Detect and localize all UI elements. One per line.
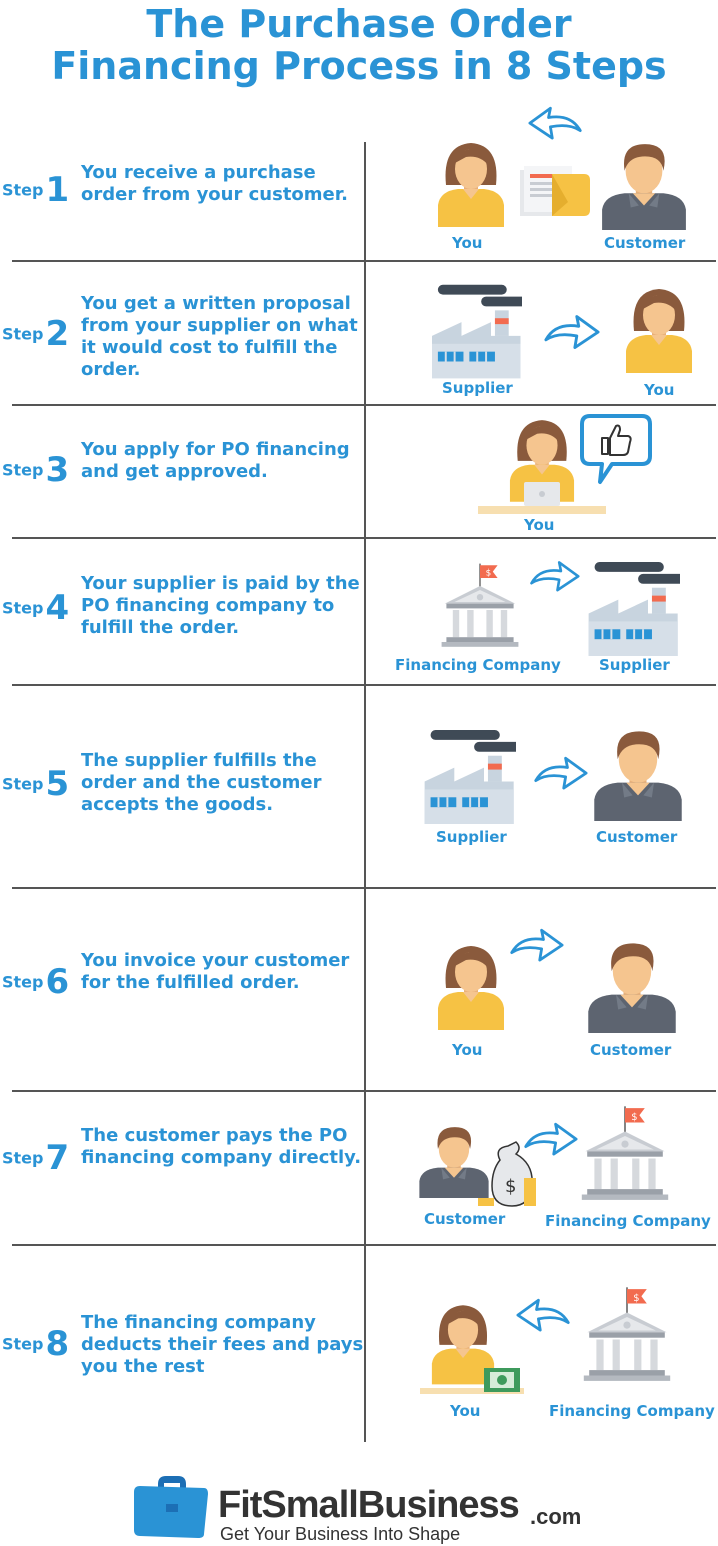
customer-man-icon xyxy=(588,943,676,1033)
step-word: Step xyxy=(2,774,44,794)
step-4-text: Your supplier is paid by the PO financin… xyxy=(81,573,360,638)
you-with-cash-icon xyxy=(420,1305,524,1394)
row-divider xyxy=(12,260,716,262)
customer-man-icon xyxy=(594,731,682,821)
arrow-right-icon xyxy=(510,928,564,962)
row-divider xyxy=(12,887,716,889)
briefcase-icon xyxy=(134,1476,208,1538)
step-word: Step xyxy=(2,1334,44,1354)
step-number: 4 xyxy=(45,588,70,628)
brand-name: FitSmallBusiness xyxy=(218,1484,520,1526)
customer-with-money-bag-icon: $ xyxy=(419,1127,536,1207)
caption: You xyxy=(524,516,555,534)
caption: You xyxy=(452,234,483,252)
row-divider xyxy=(12,537,716,539)
thumbs-up-speech-icon xyxy=(580,414,652,484)
step-number: 1 xyxy=(45,170,70,210)
step-number: 3 xyxy=(45,450,70,490)
row-divider xyxy=(12,404,716,406)
you-woman-icon xyxy=(626,289,692,373)
caption: Customer xyxy=(596,828,678,846)
step-8-label: Step8 xyxy=(2,1324,69,1364)
arrow-left-icon xyxy=(528,106,582,140)
customer-man-icon xyxy=(602,144,686,230)
you-woman-icon xyxy=(438,143,504,227)
caption: Customer xyxy=(590,1041,672,1059)
step-word: Step xyxy=(2,972,44,992)
row-divider xyxy=(12,1244,716,1246)
step-word: Step xyxy=(2,598,44,618)
financing-company-bank-icon xyxy=(582,1286,672,1382)
step-word: Step xyxy=(2,180,44,200)
supplier-factory-icon xyxy=(424,730,516,824)
caption: You xyxy=(644,381,675,399)
step-2-text: You get a written proposal from your sup… xyxy=(81,293,358,380)
purchase-order-document-icon xyxy=(520,166,590,216)
step-word: Step xyxy=(2,460,44,480)
step-number: 5 xyxy=(45,764,70,804)
row-divider xyxy=(12,684,716,686)
arrow-left-icon xyxy=(516,1298,570,1332)
step-3-text: You apply for PO financing and get appro… xyxy=(81,439,350,482)
center-divider xyxy=(364,142,366,1442)
you-at-laptop-icon xyxy=(478,420,606,514)
caption: Supplier xyxy=(442,379,513,397)
caption: Financing Company xyxy=(549,1402,715,1420)
step-6-label: Step6 xyxy=(2,962,69,1002)
step-6-text: You invoice your customer for the fulfil… xyxy=(81,950,350,993)
arrow-right-icon xyxy=(534,756,588,790)
caption: You xyxy=(452,1041,483,1059)
step-number: 7 xyxy=(45,1138,70,1178)
arrow-right-icon xyxy=(544,315,600,350)
title-line-2: Financing Process in 8 Steps xyxy=(51,44,667,88)
step-1-label: Step1 xyxy=(2,170,69,210)
step-number: 8 xyxy=(45,1324,70,1364)
supplier-factory-icon xyxy=(588,562,680,656)
step-5-label: Step5 xyxy=(2,764,69,804)
step-3-label: Step3 xyxy=(2,450,69,490)
step-word: Step xyxy=(2,324,44,344)
step-4-label: Step4 xyxy=(2,588,69,628)
brand-tagline: Get Your Business Into Shape xyxy=(220,1524,461,1544)
title-line-1: The Purchase Order xyxy=(146,2,572,46)
financing-company-bank-icon xyxy=(440,562,520,648)
step-7-label: Step7 xyxy=(2,1138,69,1178)
step-7-text: The customer pays the PO financing compa… xyxy=(81,1125,362,1168)
caption: Financing Company xyxy=(545,1212,711,1230)
you-woman-icon xyxy=(438,946,504,1030)
caption: Supplier xyxy=(599,656,670,674)
step-1-text: You receive a purchase order from your c… xyxy=(81,162,348,205)
svg-text:$: $ xyxy=(505,1176,516,1197)
step-word: Step xyxy=(2,1148,44,1168)
caption: You xyxy=(450,1402,481,1420)
financing-company-bank-icon xyxy=(580,1105,670,1201)
caption: Customer xyxy=(424,1210,506,1228)
arrow-right-icon xyxy=(524,1122,578,1156)
supplier-factory-icon xyxy=(432,284,522,379)
step-number: 2 xyxy=(45,314,70,354)
step-5-text: The supplier fulfills the order and the … xyxy=(81,750,322,815)
brand-domain: .com xyxy=(530,1504,582,1529)
row-divider xyxy=(12,1090,716,1092)
caption: Supplier xyxy=(436,828,507,846)
caption: Customer xyxy=(604,234,686,252)
caption: Financing Company xyxy=(395,656,561,674)
step-number: 6 xyxy=(45,962,70,1002)
step-8-text: The financing company deducts their fees… xyxy=(81,1312,364,1377)
arrow-right-icon xyxy=(530,561,580,592)
step-2-label: Step2 xyxy=(2,314,69,354)
